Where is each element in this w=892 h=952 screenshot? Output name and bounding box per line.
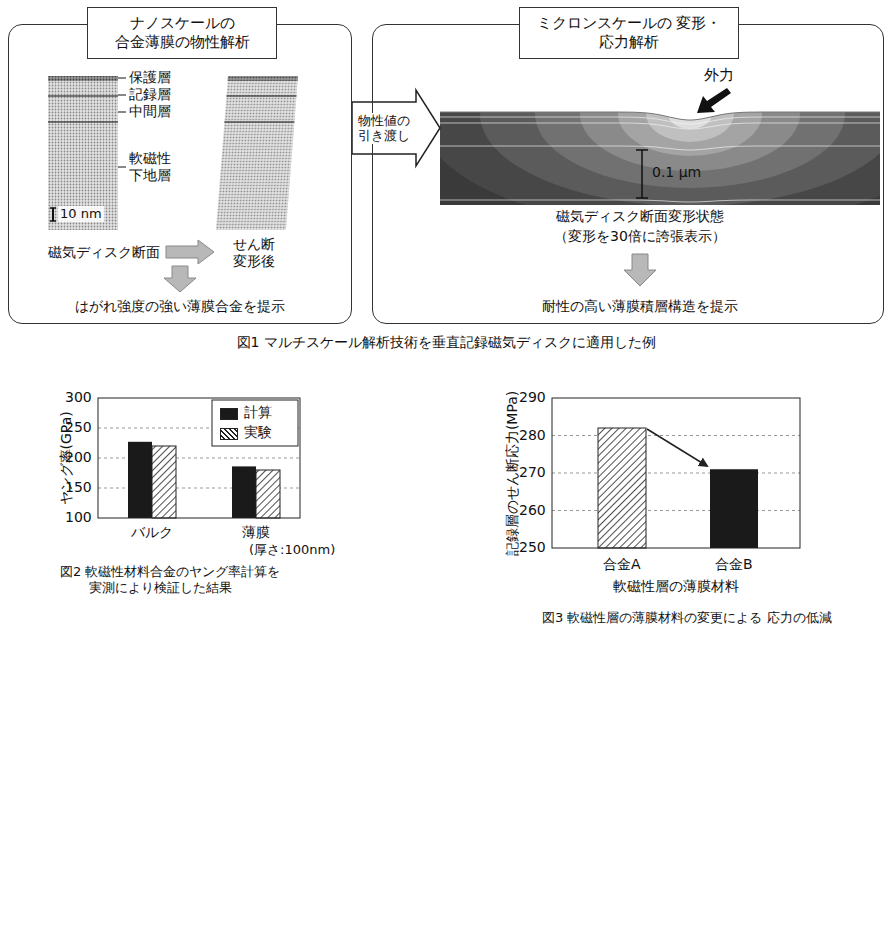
tick-label: 290 — [519, 389, 546, 406]
young-modulus-chart — [152, 446, 176, 518]
scale-label: 10 nm — [58, 206, 104, 222]
layer-line — [440, 146, 880, 150]
layer-lines — [440, 98, 880, 202]
figure-caption: 図3 軟磁性層の薄膜材料の変更による 応力の低減 — [542, 610, 852, 626]
grey-arrow — [166, 240, 214, 264]
dimension-bar — [636, 197, 648, 199]
disk-surface-line — [440, 112, 880, 120]
layer-name: 保護層 — [129, 69, 171, 86]
result-text: 耐性の高い薄膜積層構造を提示 — [542, 298, 738, 315]
young-modulus-chart — [98, 398, 300, 518]
tick-label: 280 — [519, 427, 546, 444]
disk-cross-section — [118, 95, 126, 96]
force-label: 外力 — [704, 66, 734, 84]
young-modulus-chart — [128, 442, 152, 518]
deformation-map — [440, 98, 880, 205]
figure-label: せん断 変形後 — [225, 236, 283, 270]
dimension: 0.1 μm — [652, 164, 701, 181]
category-label: 合金B — [715, 556, 753, 573]
scale-bar — [50, 220, 56, 222]
disk-cross-section — [48, 121, 118, 122]
figure-label: 磁気ディスク断面 — [48, 244, 160, 261]
category-note: (厚さ:100nm) — [249, 542, 335, 558]
sheared-cross-section — [224, 121, 294, 122]
result-text: はがれ強度の強い薄膜合金を提示 — [75, 298, 285, 315]
legend-text: 実験 — [244, 424, 272, 441]
layer-line — [440, 200, 880, 202]
disk-cross-section — [118, 78, 126, 79]
layer-name: 軟磁性 下地層 — [129, 150, 187, 184]
shear-stress-chart — [552, 398, 800, 548]
scale-bar — [52, 208, 54, 221]
category-label: バルク — [131, 524, 173, 541]
young-modulus-chart — [232, 466, 256, 518]
layer-name: 記録層 — [129, 86, 171, 103]
panel-heading: ミクロンスケールの 変形・応力解析 — [528, 14, 730, 52]
sheared-cross-section — [228, 76, 298, 81]
tick-label: 270 — [519, 464, 546, 481]
figure-label: 磁気ディスク断面変形状態 — [556, 208, 724, 225]
legend-text: 計算 — [244, 404, 272, 421]
disk-cross-section — [118, 112, 126, 113]
shear-stress-chart — [598, 428, 646, 548]
young-modulus-chart — [212, 400, 298, 446]
disk-cross-section — [48, 76, 118, 230]
force-arrow — [697, 88, 731, 113]
sheared-cross-section — [216, 76, 298, 230]
dimension-bar — [636, 150, 648, 198]
disk-cross-section — [48, 76, 118, 81]
shear-stress-chart — [647, 429, 707, 466]
category-label: 薄膜 — [242, 524, 270, 541]
layer-name: 中間層 — [129, 103, 171, 120]
figure-caption: 図2 軟磁性材料合金のヤング率計算を 実測により検証した結果 — [60, 564, 360, 595]
dimension-bar — [636, 149, 648, 151]
shear-stress-chart — [552, 435, 800, 436]
sheared-cross-section — [226, 95, 296, 96]
disk-cross-section — [48, 76, 126, 230]
analysis-panel: ナノスケールの 合金薄膜の物性解析 — [8, 24, 352, 324]
category-label: 合金A — [603, 556, 641, 573]
young-modulus-chart — [256, 470, 280, 518]
tick-label: 300 — [65, 389, 92, 406]
tick-label: 100 — [65, 509, 92, 526]
shear-stress-chart — [552, 510, 800, 511]
analysis-panel: ミクロンスケールの 変形・応力解析 — [372, 24, 884, 324]
heading-box: ナノスケールの 合金薄膜の物性解析 — [87, 7, 277, 59]
axis-title: 記録層のせん断応力(MPa) — [504, 390, 521, 555]
transfer-arrow — [352, 90, 440, 166]
disk-cross-section — [48, 95, 118, 96]
shear-stress-chart — [552, 398, 800, 548]
axis-title: 軟磁性層の薄膜材料 — [613, 578, 739, 595]
deformation-map — [440, 98, 880, 205]
grey-arrow — [164, 266, 196, 292]
panel-heading: ナノスケールの 合金薄膜の物性解析 — [96, 14, 268, 52]
shear-stress-chart — [710, 469, 758, 548]
tick-label: 250 — [519, 539, 546, 556]
sheared-cross-section — [216, 76, 298, 230]
young-modulus-chart — [98, 398, 300, 518]
tick-label: 260 — [519, 502, 546, 519]
scale-bar — [50, 208, 56, 221]
scale-bar — [50, 207, 56, 209]
legend-swatch — [220, 408, 238, 420]
layer-line — [440, 123, 880, 129]
grey-arrow — [624, 254, 656, 286]
legend-swatch — [220, 428, 238, 440]
heading-box: ミクロンスケールの 変形・応力解析 — [519, 7, 739, 59]
axis-title: ヤング率(GPa) — [58, 411, 75, 505]
shear-stress-chart — [552, 473, 800, 474]
dimension-bar — [641, 150, 643, 198]
disk-cross-section — [118, 167, 126, 168]
figure-label: （変形を30倍に誇張表示） — [554, 228, 726, 245]
figure-caption: 図1 マルチスケール解析技術を垂直記録磁気ディスクに適用した例 — [237, 334, 656, 351]
edge-label: 物性値の 引き渡し — [357, 113, 412, 144]
